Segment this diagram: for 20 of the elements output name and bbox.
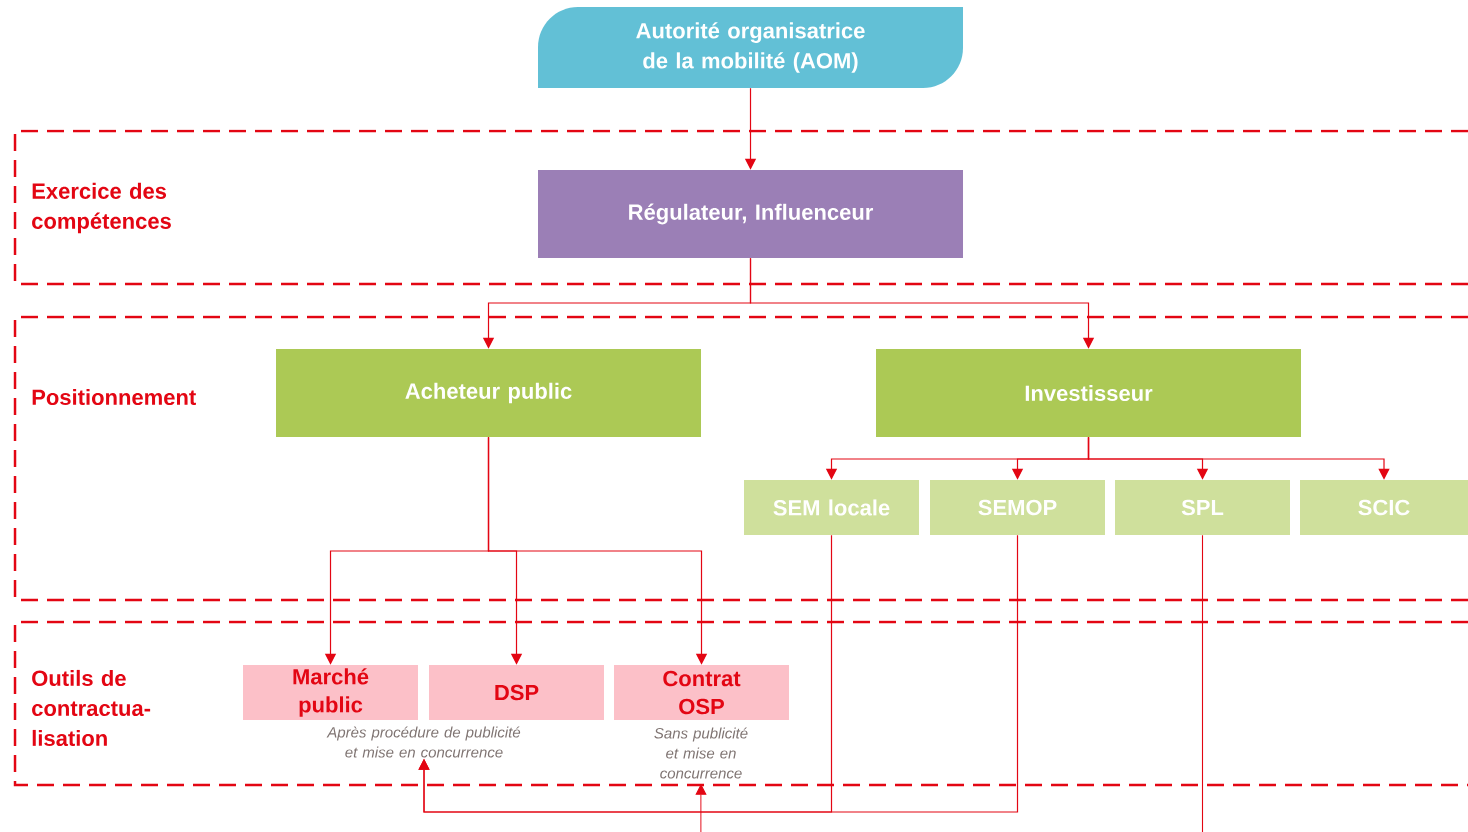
arrow xyxy=(487,436,708,665)
process-box: Régulateur, Influenceur xyxy=(538,170,963,258)
process-box: SEM locale xyxy=(744,480,919,535)
arrow xyxy=(418,534,1019,813)
tool-box: Marché public xyxy=(243,665,418,720)
process-box: SCIC xyxy=(1300,480,1468,535)
band-label: Outils de contractua- lisation xyxy=(32,669,151,747)
process-box: SPL xyxy=(1115,480,1290,535)
band-label: Positionnement xyxy=(32,388,196,406)
arrow xyxy=(1087,436,1390,480)
note-text: Sans publicité et mise en concurrence xyxy=(654,727,748,779)
rounded-box: Autorité organisatrice de la mobilité (AOM) xyxy=(538,7,963,88)
tool-box: DSP xyxy=(429,665,604,720)
tool-box: Contrat OSP xyxy=(614,665,789,720)
process-box: SEMOP xyxy=(930,480,1105,535)
arrow xyxy=(749,257,1095,349)
band-label: Exercice des compétences xyxy=(32,182,171,234)
note-text: Après procédure de publicité et mise en concurrence xyxy=(326,726,521,758)
process-box: Acheteur public xyxy=(276,349,701,437)
process-box: Investisseur xyxy=(876,349,1301,437)
